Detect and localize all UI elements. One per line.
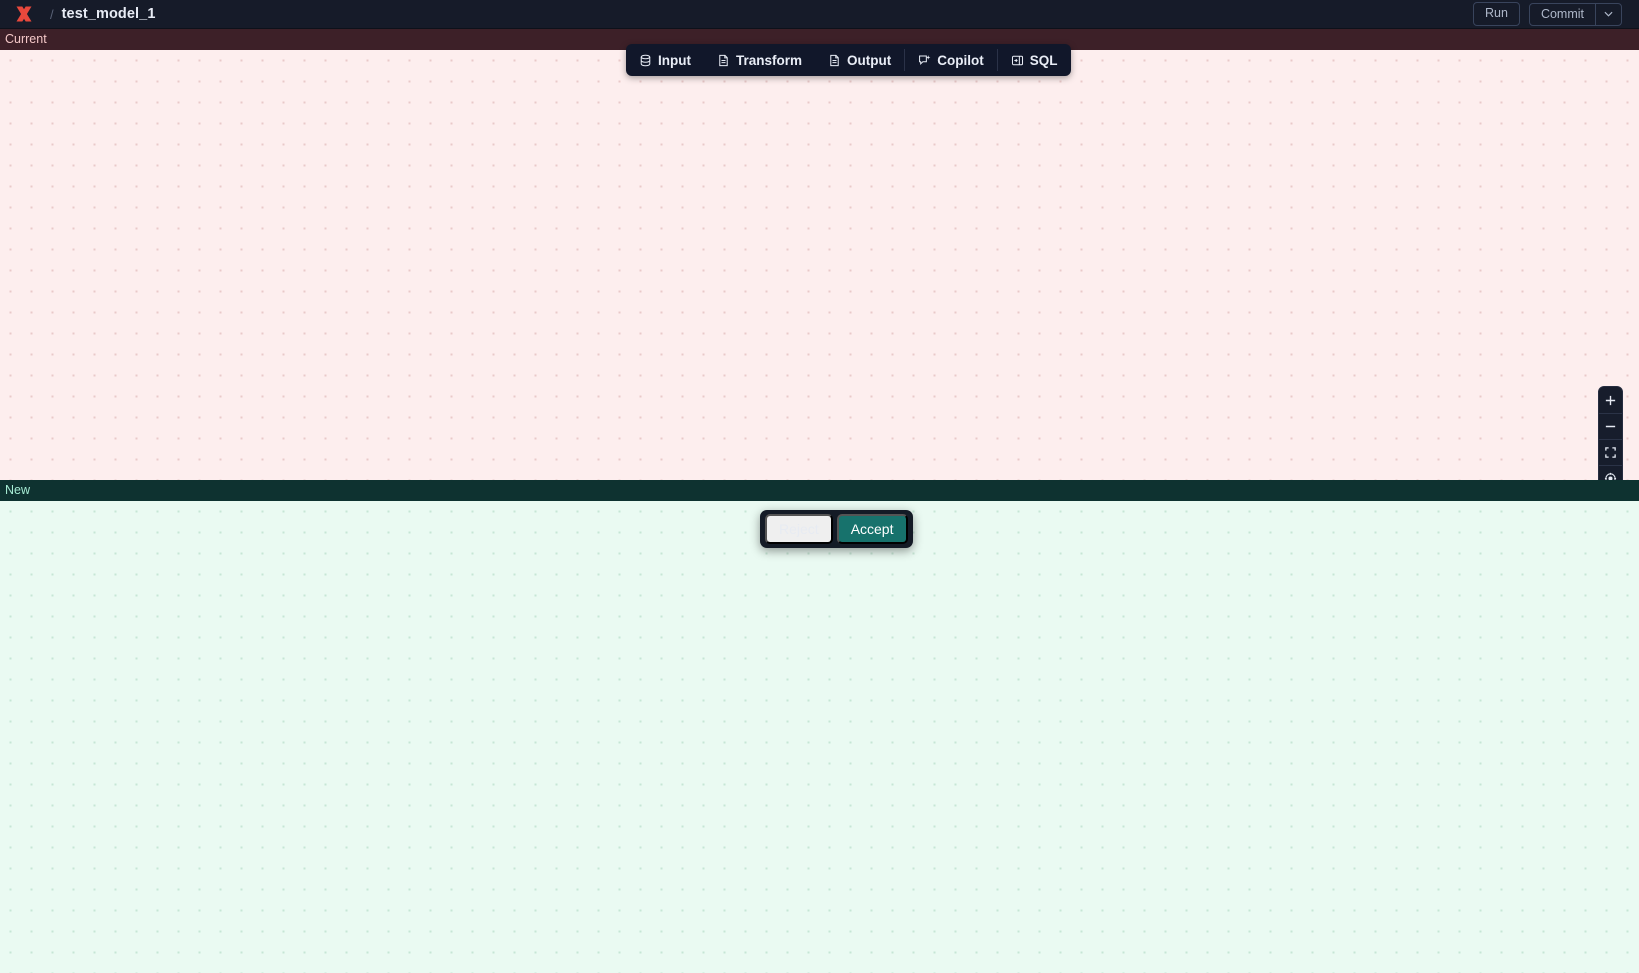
breadcrumb-separator: / (50, 6, 54, 22)
commit-button-group[interactable]: Commit (1528, 2, 1622, 26)
new-pane-label: New (0, 480, 1639, 501)
reject-button[interactable]: Reject (765, 514, 833, 544)
page-title: test_model_1 (61, 6, 156, 22)
tab-copilot[interactable]: Copilot (905, 44, 997, 76)
current-pane-label: Current (0, 29, 1639, 50)
zoom-in-icon[interactable] (1599, 387, 1622, 413)
modebar-divider (904, 49, 906, 71)
document-icon (717, 54, 730, 67)
tab-transform[interactable]: Transform (704, 44, 815, 76)
tab-output-label: Output (847, 52, 892, 68)
tab-input-label: Input (658, 52, 691, 68)
tab-sql[interactable]: SQL (998, 44, 1071, 76)
chevron-down-icon[interactable] (1596, 4, 1621, 25)
zoom-out-icon[interactable] (1599, 413, 1622, 439)
new-pane: New fct_ (0, 480, 1639, 973)
run-button[interactable]: Run (1473, 1, 1520, 27)
top-bar: / test_model_1 Run Commit (0, 0, 1639, 29)
node-edges (0, 501, 300, 651)
tab-output[interactable]: Output (815, 44, 904, 76)
commit-divider (1595, 3, 1596, 25)
panel-right-icon (1011, 54, 1024, 67)
document-icon (828, 54, 841, 67)
accept-button[interactable]: Accept (836, 514, 908, 544)
mode-tab-bar: Input Transform Output (626, 44, 1071, 76)
x-logo-icon[interactable] (14, 4, 34, 24)
diff-decision-bar: Reject Accept (760, 510, 913, 548)
fit-view-icon[interactable] (1599, 439, 1622, 465)
top-bar-actions: Run Commit (1473, 1, 1630, 27)
tab-input[interactable]: Input (626, 44, 704, 76)
tab-copilot-label: Copilot (937, 52, 984, 68)
tab-sql-label: SQL (1029, 52, 1058, 68)
commit-button[interactable]: Commit (1540, 6, 1584, 21)
modebar-divider (996, 49, 998, 71)
database-icon (639, 54, 652, 67)
current-zoom-controls (1598, 386, 1623, 480)
current-canvas[interactable] (0, 50, 1639, 480)
recenter-icon[interactable] (1599, 465, 1622, 480)
tab-transform-label: Transform (736, 52, 803, 68)
new-canvas[interactable]: fct_github_pull_requests⋯Model Namefct_g… (0, 501, 1639, 973)
sparkle-chat-icon (918, 54, 931, 67)
current-pane: Current (0, 29, 1639, 480)
